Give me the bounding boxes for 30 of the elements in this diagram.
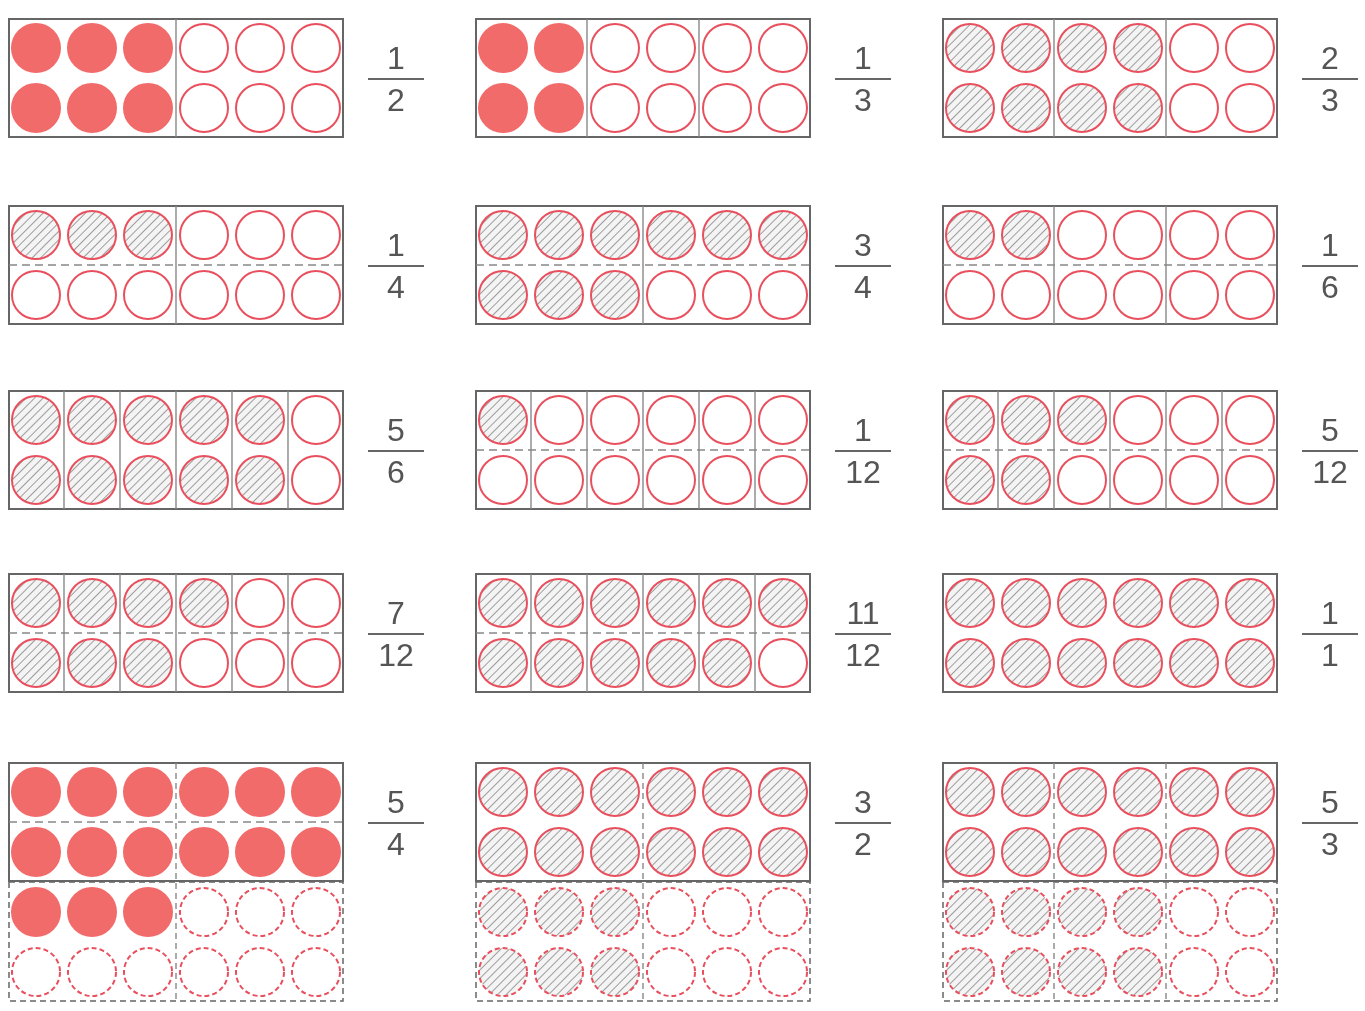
fraction-numerator: 5 bbox=[386, 784, 406, 820]
fraction-numerator: 1 bbox=[1320, 595, 1340, 631]
fraction-denominator: 2 bbox=[386, 82, 406, 118]
fraction-denominator: 6 bbox=[1320, 269, 1340, 305]
fraction-denominator: 4 bbox=[386, 826, 406, 862]
fraction-denominator: 12 bbox=[844, 637, 882, 673]
fraction-numerator: 3 bbox=[853, 784, 873, 820]
fraction-denominator: 1 bbox=[1320, 637, 1340, 673]
fraction-numerator: 3 bbox=[853, 227, 873, 263]
fraction-numerator: 1 bbox=[853, 40, 873, 76]
fraction-denominator: 2 bbox=[853, 826, 873, 862]
fraction-numerator: 1 bbox=[853, 412, 873, 448]
fraction-numerator: 5 bbox=[1320, 412, 1340, 448]
fraction-denominator: 6 bbox=[386, 454, 406, 490]
fraction-denominator: 3 bbox=[1320, 82, 1340, 118]
fraction-denominator: 3 bbox=[853, 82, 873, 118]
fraction-denominator: 4 bbox=[386, 269, 406, 305]
fraction-numerator: 2 bbox=[1320, 40, 1340, 76]
fraction-numerator: 5 bbox=[386, 412, 406, 448]
fraction-numerator: 1 bbox=[386, 40, 406, 76]
fraction-numerator: 5 bbox=[1320, 784, 1340, 820]
fraction-denominator: 12 bbox=[1311, 454, 1349, 490]
fraction-numerator: 7 bbox=[386, 595, 406, 631]
fraction-numerator: 11 bbox=[845, 595, 881, 631]
fraction-numerator: 1 bbox=[1320, 227, 1340, 263]
fraction-denominator: 4 bbox=[853, 269, 873, 305]
fraction-numerator: 1 bbox=[386, 227, 406, 263]
fraction-denominator: 12 bbox=[844, 454, 882, 490]
fraction-denominator: 12 bbox=[377, 637, 415, 673]
fraction-denominator: 3 bbox=[1320, 826, 1340, 862]
